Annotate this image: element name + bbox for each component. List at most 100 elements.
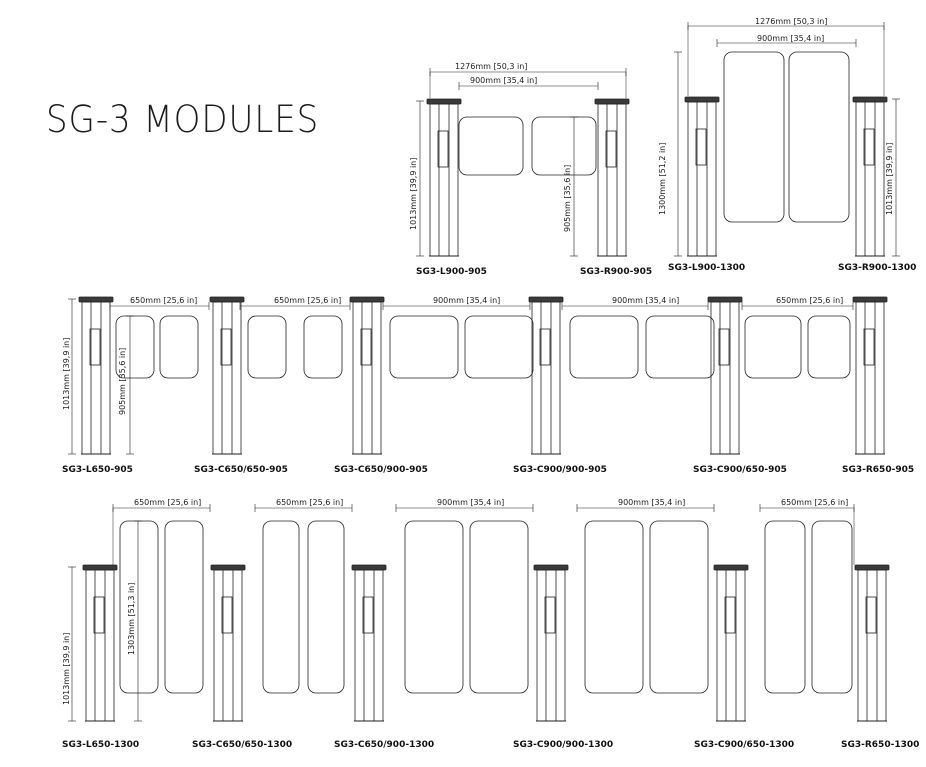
cabinet-body <box>212 301 242 455</box>
cabinet-body <box>213 569 243 722</box>
gate-leaf <box>404 520 464 694</box>
module-label: SG3-C650/900-905 <box>334 465 428 475</box>
gate-leaf <box>458 116 524 176</box>
cabinet-body <box>354 569 384 722</box>
cabinet-body <box>597 103 627 257</box>
module-label: SG3-L650-905 <box>62 465 133 475</box>
module-label: SG3-C900/650-905 <box>693 465 787 475</box>
cabinet-mechanism <box>360 328 372 366</box>
gate-leaf <box>119 520 159 694</box>
gate-leaf <box>469 520 529 694</box>
module-label: SG3-C900/650-1300 <box>694 740 794 750</box>
cabinet-top <box>852 96 888 103</box>
gate-leaf <box>788 51 850 223</box>
cabinet-top <box>210 564 246 571</box>
cabinet-mechanism <box>437 130 449 168</box>
gate-leaf <box>159 315 199 379</box>
dim-label: 1013mm [39,9 in] <box>885 143 894 215</box>
cabinet-top <box>854 564 890 571</box>
cabinet-top <box>82 564 118 571</box>
gate-leaf <box>262 520 300 694</box>
dim-label: 1276mm [50,3 in] <box>755 17 827 26</box>
dim-label: 905mm [35,6 in] <box>118 348 127 415</box>
row-1300 <box>68 504 890 722</box>
page-title: SG-3 MODULES <box>46 98 320 141</box>
cabinet-mechanism <box>863 128 875 166</box>
gate-leaf <box>307 520 345 694</box>
dim-label: 650mm [25,6 in] <box>130 296 197 305</box>
cabinet-top <box>852 296 888 303</box>
dim-label: 900mm [35,4 in] <box>470 76 537 85</box>
dim-label: 1303mm [51,3 in] <box>127 583 136 655</box>
gate-leaf <box>531 116 597 176</box>
module-label: SG3-L900-905 <box>416 267 487 277</box>
gate-leaf <box>811 520 853 694</box>
dim-label: 1013mm [39,9 in] <box>409 158 418 230</box>
cabinet-body <box>716 569 746 722</box>
cabinet-top <box>78 296 114 303</box>
dim-label: 900mm [35,4 in] <box>612 296 679 305</box>
gate-leaf <box>247 315 287 379</box>
cabinet-top <box>533 564 569 571</box>
cabinet-top <box>684 96 720 103</box>
gate-leaf <box>164 520 204 694</box>
cabinet-body <box>687 101 717 257</box>
cabinet-body <box>531 301 561 455</box>
cabinet-mechanism <box>724 596 736 634</box>
gate-leaf <box>764 520 806 694</box>
cabinet-mechanism <box>695 128 707 166</box>
cabinet-body <box>352 301 382 455</box>
gate-leaf <box>744 315 802 379</box>
gate-leaf <box>649 520 709 694</box>
cabinet-body <box>855 301 885 455</box>
dim-label: 650mm [25,6 in] <box>781 498 848 507</box>
set-900-905 <box>416 68 630 257</box>
cabinet-mechanism <box>220 328 232 366</box>
cabinet-mechanism <box>539 328 551 366</box>
cabinet-mechanism <box>605 130 617 168</box>
gate-leaf <box>464 315 534 379</box>
cabinet-body <box>536 569 566 722</box>
set-900-1300 <box>674 22 900 257</box>
module-label: SG3-C900/900-905 <box>513 465 607 475</box>
dim-label: 900mm [35,4 in] <box>618 498 685 507</box>
module-label: SG3-R900-1300 <box>838 263 916 273</box>
cabinet-mechanism <box>544 596 556 634</box>
module-label: SG3-C900/900-1300 <box>513 740 613 750</box>
cabinet-top <box>349 296 385 303</box>
cabinet-top <box>426 98 462 105</box>
cabinet-top <box>209 296 245 303</box>
gate-leaf <box>723 51 785 223</box>
cabinet-mechanism <box>93 596 105 634</box>
gate-leaf <box>569 315 639 379</box>
cabinet-top <box>351 564 387 571</box>
module-label: SG3-R650-905 <box>842 465 914 475</box>
cabinet-mechanism <box>863 328 875 366</box>
dim-label: 905mm [35,6 in] <box>563 165 572 232</box>
dim-label: 900mm [35,4 in] <box>757 34 824 43</box>
module-label: SG3-R900-905 <box>580 267 652 277</box>
cabinet-mechanism <box>89 328 101 366</box>
module-label: SG3-C650/650-1300 <box>192 740 292 750</box>
cabinet-mechanism <box>221 596 233 634</box>
dim-label: 1300mm [51,2 in] <box>658 143 667 215</box>
dim-label: 650mm [25,6 in] <box>134 498 201 507</box>
cabinet-body <box>857 569 887 722</box>
cabinet-body <box>710 301 740 455</box>
gate-leaf <box>584 520 644 694</box>
module-label: SG3-R650-1300 <box>841 740 919 750</box>
cabinet-mechanism <box>362 596 374 634</box>
module-label: SG3-C650/900-1300 <box>334 740 434 750</box>
cabinet-body <box>429 103 459 257</box>
dim-label: 650mm [25,6 in] <box>274 296 341 305</box>
row-905 <box>68 296 888 455</box>
cabinet-top <box>707 296 743 303</box>
gate-leaf <box>645 315 715 379</box>
dim-label: 650mm [25,6 in] <box>276 498 343 507</box>
dim-label: 900mm [35,4 in] <box>433 296 500 305</box>
module-label: SG3-L900-1300 <box>668 263 745 273</box>
cabinet-top <box>528 296 564 303</box>
cabinet-body <box>81 301 111 455</box>
dim-label: 900mm [35,4 in] <box>437 498 504 507</box>
cabinet-mechanism <box>718 328 730 366</box>
